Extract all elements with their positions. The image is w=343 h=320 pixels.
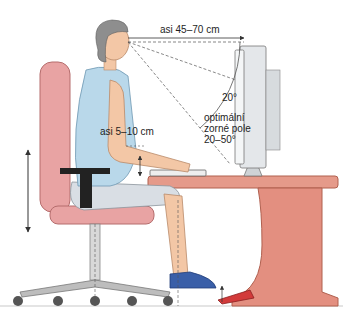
distance-arrow: [128, 38, 244, 39]
dimension-label: asi 45–70 cm: [160, 24, 240, 35]
sight-line: [128, 42, 244, 43]
guide-line: [178, 200, 179, 306]
desk-top: [148, 176, 338, 188]
chair-wheel: [53, 296, 63, 306]
shoe: [170, 272, 216, 288]
footrest: [218, 290, 254, 304]
dimension-label: optimální zorné pole 20–50°: [204, 112, 262, 145]
monitor-back: [266, 70, 280, 150]
desk-leg: [232, 188, 338, 306]
chair-wheel: [163, 296, 173, 306]
chair-wheel: [127, 296, 137, 306]
backrest-height-arrow: [28, 150, 29, 232]
hair: [96, 20, 128, 62]
chair-backrest: [40, 62, 70, 212]
sight-line: [128, 42, 236, 80]
guide-line: [95, 224, 96, 306]
elbow-height-arrow: [140, 156, 141, 176]
leader-line: [126, 146, 146, 147]
chair-wheel: [13, 296, 23, 306]
chair-armrest: [60, 168, 110, 208]
lower-leg: [164, 194, 188, 278]
footrest-arrow: [222, 286, 223, 302]
monitor-screen: [235, 50, 244, 164]
dimension-label: asi 5–10 cm: [100, 126, 170, 137]
dimension-label: 20°: [222, 92, 252, 103]
